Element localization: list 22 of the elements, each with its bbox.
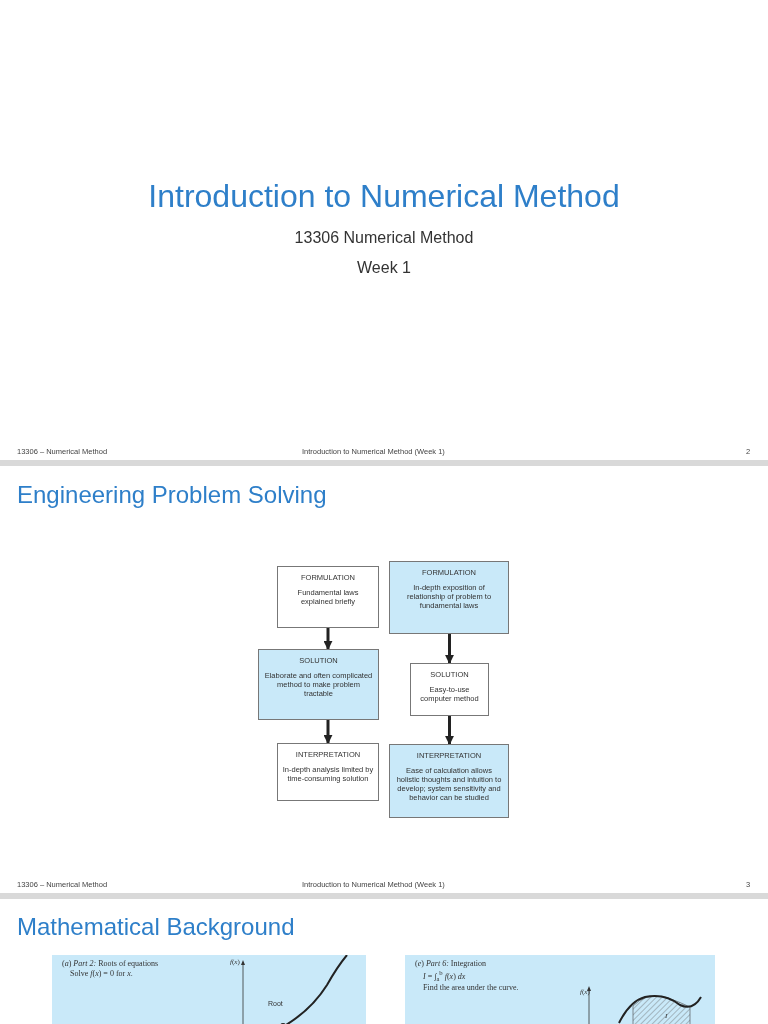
panel-text: (a) Part 2: Roots of equations (62, 959, 159, 968)
arrow (445, 716, 454, 745)
subtitle: 13306 Numerical Method (293, 229, 475, 247)
figure-panel (52, 955, 366, 1024)
panel-text: Find the area under the curve. (423, 983, 519, 992)
process-box (410, 663, 489, 716)
slide-heading: Mathematical Background (17, 913, 295, 941)
slide-title: Introduction to Numerical Method (147, 178, 621, 215)
process-box (389, 744, 509, 818)
process-box (258, 649, 379, 720)
panel-text: Solve f(x) = 0 for x. (70, 969, 133, 978)
process-box (277, 743, 379, 801)
arrow (445, 634, 454, 664)
panel-text: (e) Part 6: Integration (415, 959, 486, 968)
figure-panel (405, 955, 715, 1024)
arrow (323, 720, 333, 744)
slide-heading: Engineering Problem Solving (17, 481, 327, 509)
arrow (323, 628, 333, 650)
panel-text: I = ∫$_{a}$$^{b}$ f(x) dx (423, 969, 466, 983)
subtitle: Week 1 (356, 259, 412, 277)
process-box (277, 566, 379, 628)
process-box (389, 561, 509, 634)
